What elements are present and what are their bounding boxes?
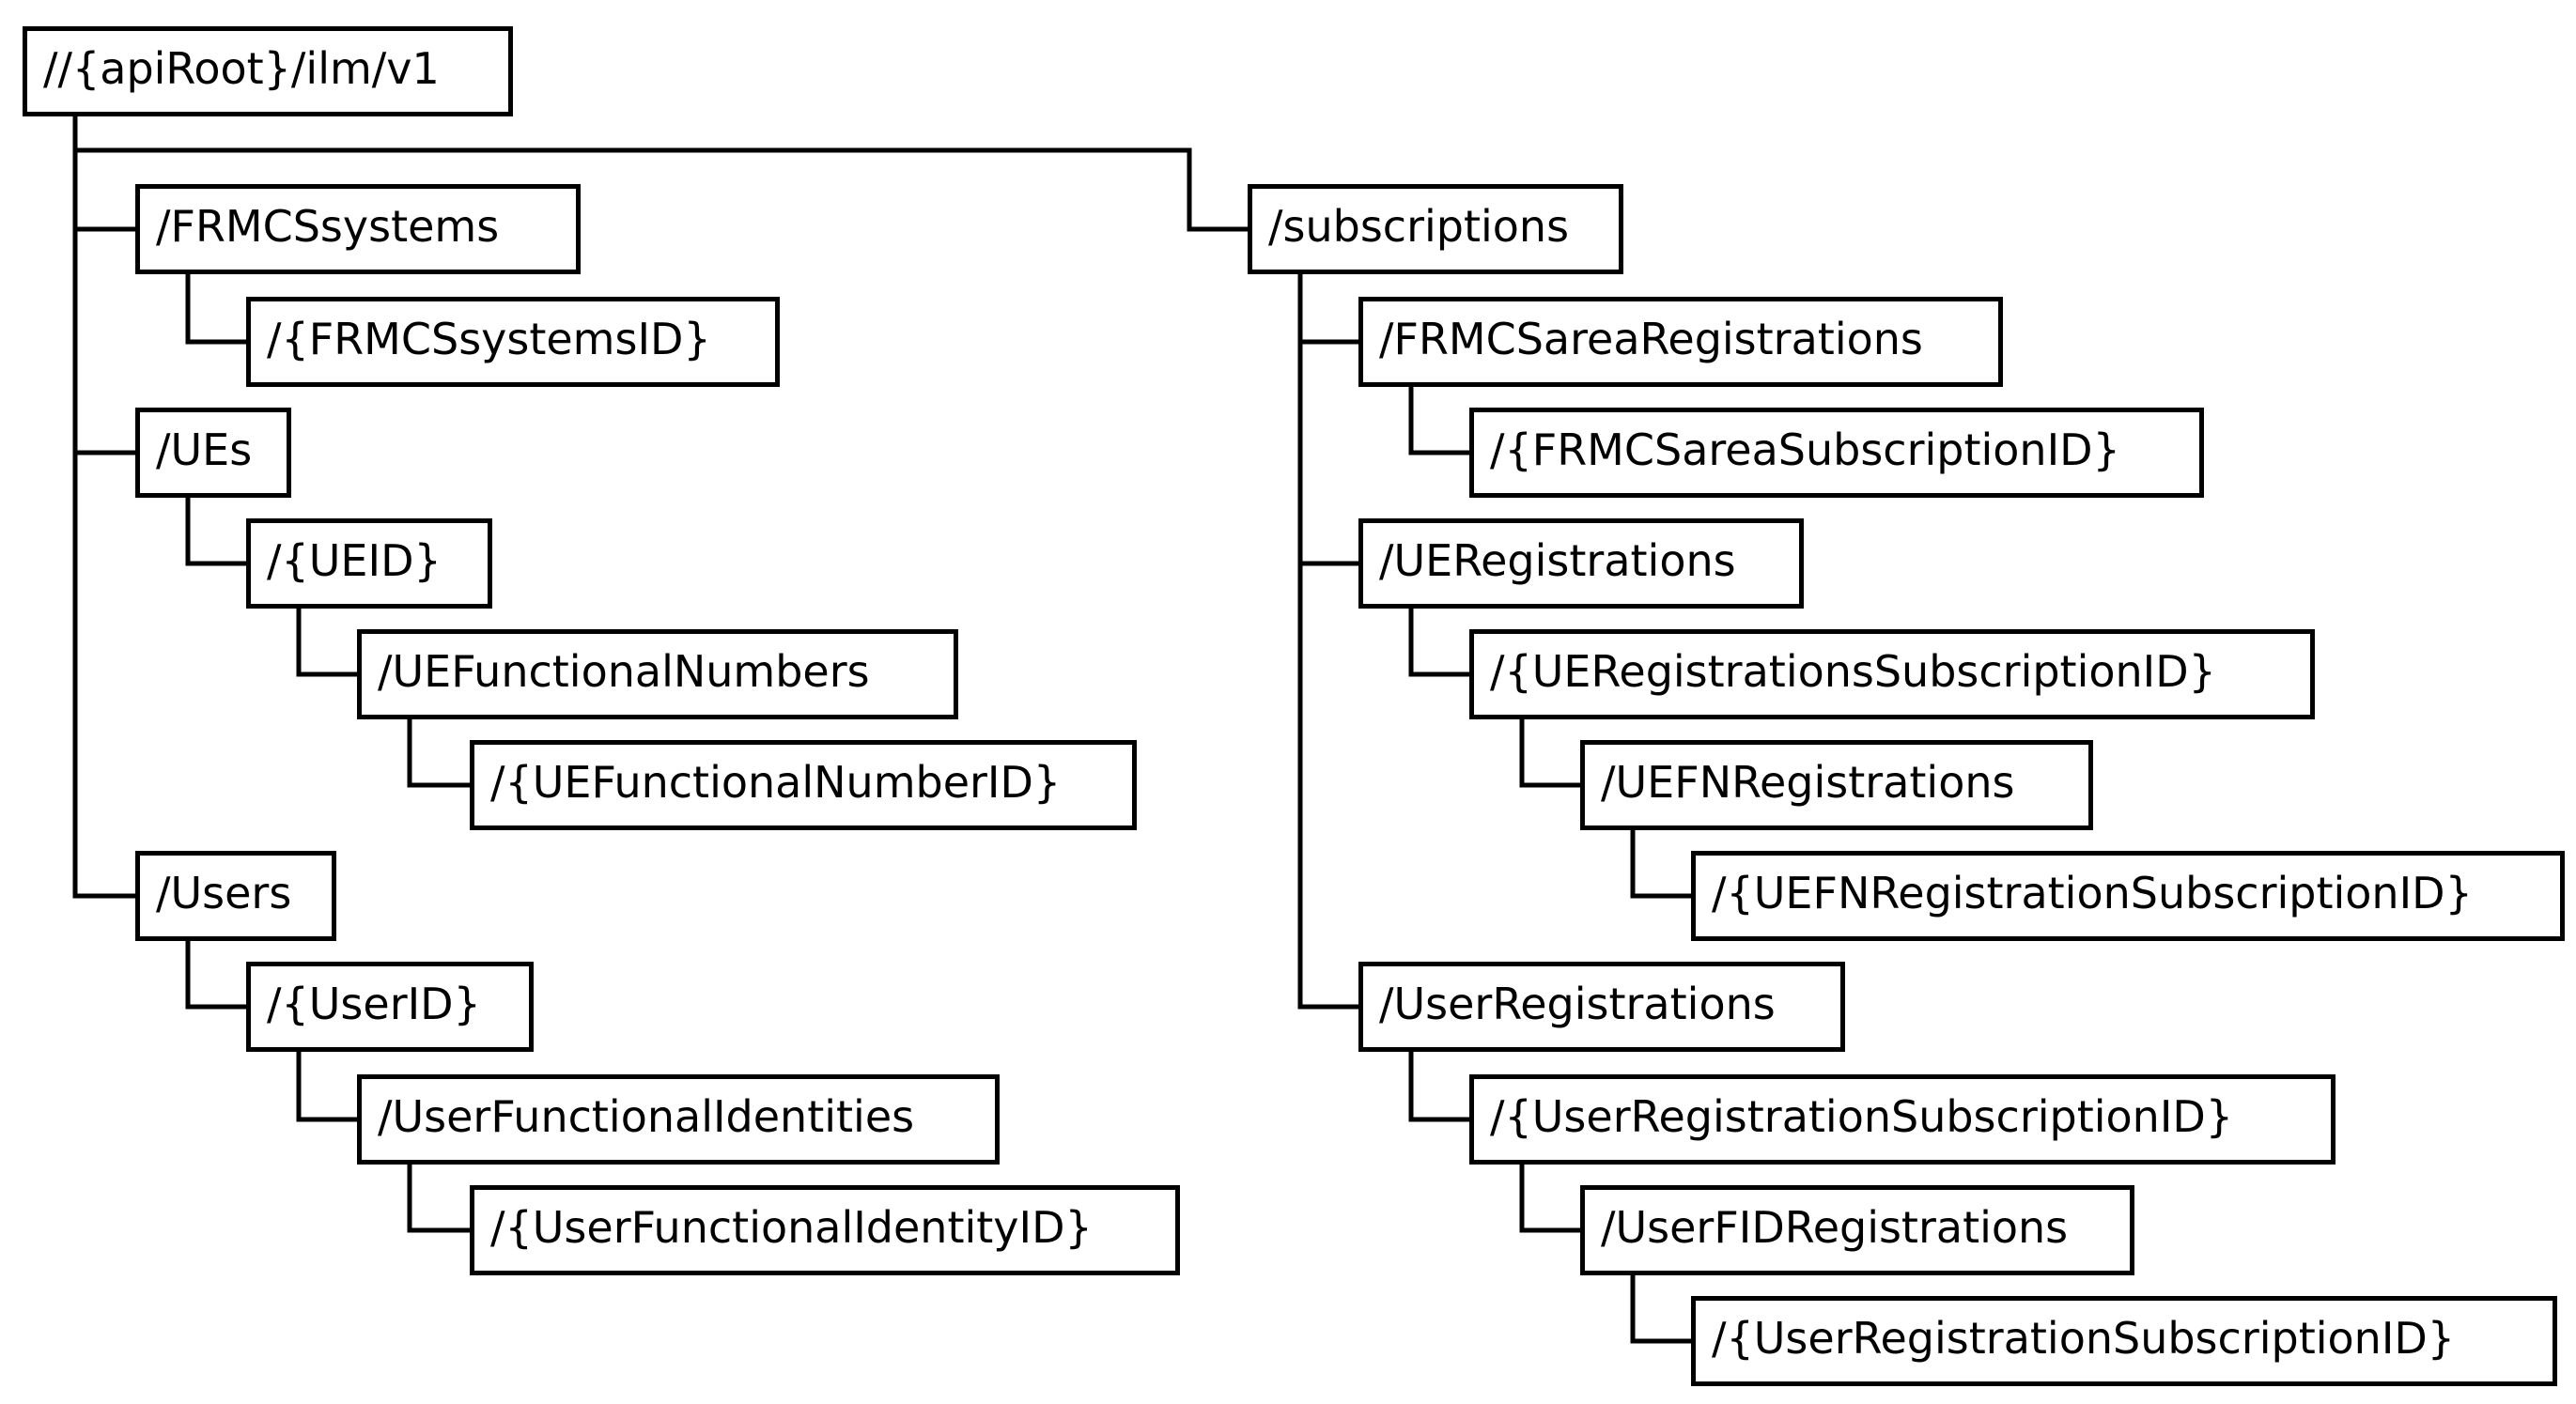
connector-subscriptions <box>75 147 1248 232</box>
node-ue-registrations: /UERegistrations <box>1358 518 1804 609</box>
node-uefn-registration-subscription-id: /{UEFNRegistrationSubscriptionID} <box>1691 851 2565 941</box>
node-ue-registrations-subscription-id: /{UERegistrationsSubscriptionID} <box>1469 629 2315 719</box>
node-subscriptions: /subscriptions <box>1248 184 1623 274</box>
node-user-fid-registrations: /UserFIDRegistrations <box>1580 1185 2134 1275</box>
node-users: /Users <box>135 851 336 941</box>
node-user-registration-subscription-id: /{UserRegistrationSubscriptionID} <box>1469 1074 2335 1165</box>
node-ues: /UEs <box>135 408 291 498</box>
node-user-registrations: /UserRegistrations <box>1358 962 1845 1052</box>
node-user-fid-registration-subscription-id: /{UserRegistrationSubscriptionID} <box>1691 1296 2557 1386</box>
node-user-id: /{UserID} <box>246 962 534 1052</box>
node-ue-id: /{UEID} <box>246 518 492 609</box>
node-uefn-registrations: /UEFNRegistrations <box>1580 740 2093 830</box>
node-frmcs-area-registrations: /FRMCSareaRegistrations <box>1358 297 2003 387</box>
node-user-functional-identity-id: /{UserFunctionalIdentityID} <box>470 1185 1180 1275</box>
node-ue-functional-number-id: /{UEFunctionalNumberID} <box>470 740 1137 830</box>
node-root: //{apiRoot}/ilm/v1 <box>23 26 513 116</box>
node-ue-functional-numbers: /UEFunctionalNumbers <box>357 629 958 719</box>
node-frmcs-systems-id: /{FRMCSsystemsID} <box>246 297 780 387</box>
node-frmcs-systems: /FRMCSsystems <box>135 184 581 274</box>
node-user-functional-identities: /UserFunctionalIdentities <box>357 1074 1000 1165</box>
node-frmcs-area-subscription-id: /{FRMCSareaSubscriptionID} <box>1469 408 2204 498</box>
